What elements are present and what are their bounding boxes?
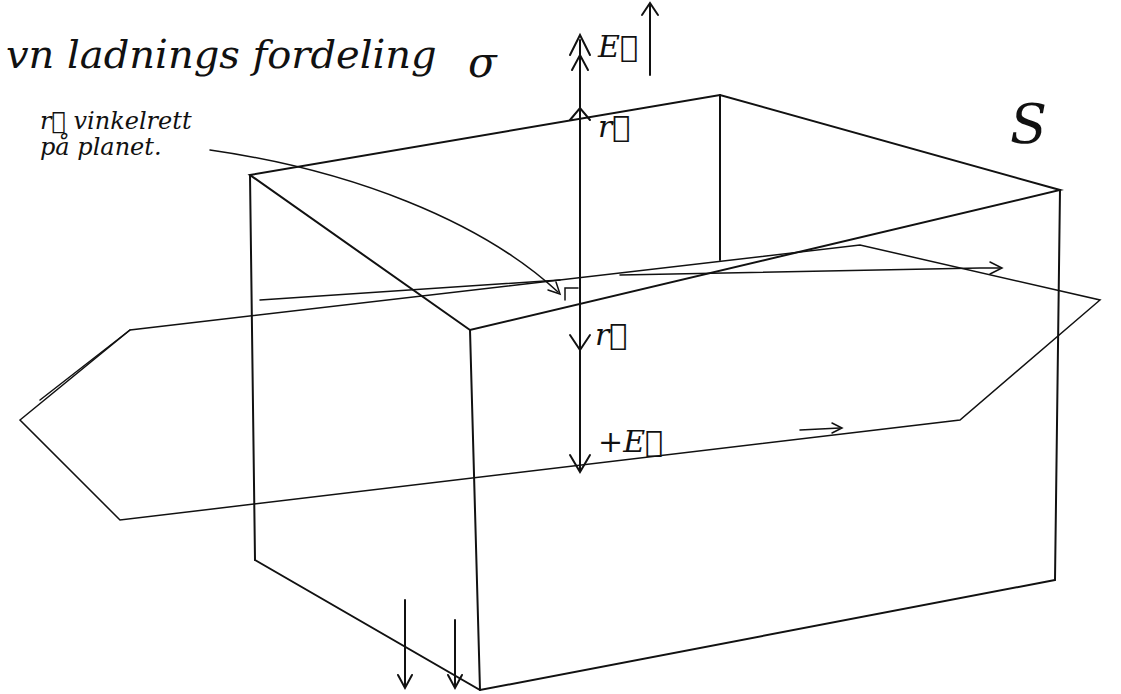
note-heading: vn ladnings fordeling — [6, 32, 437, 76]
plane-stroke — [40, 330, 130, 400]
field-stroke — [260, 280, 560, 300]
r-arrowhead — [570, 335, 590, 350]
box-top-face — [250, 95, 1060, 330]
flux-arrow — [398, 600, 412, 688]
field-stroke — [620, 268, 1000, 275]
vector-label: r⃗ — [598, 110, 630, 143]
axis-line — [579, 40, 581, 470]
leader-line — [210, 150, 558, 292]
vector-label: E⃗ — [598, 30, 638, 63]
arrowhead — [990, 262, 1002, 274]
box-edge — [1055, 190, 1060, 580]
box-edge — [470, 330, 480, 690]
vector-label: +E⃗ — [598, 425, 663, 458]
surface-label: S — [1010, 95, 1047, 154]
right-angle — [565, 288, 578, 300]
box-edge — [250, 175, 255, 560]
vector-label: r⃗ — [595, 318, 627, 351]
charge-symbol: σ — [468, 40, 497, 86]
charged-plane — [20, 245, 1100, 520]
arrowhead — [832, 423, 842, 433]
e-arrowhead — [570, 455, 590, 472]
r-arrowhead — [570, 108, 590, 120]
flux-arrow — [642, 3, 658, 75]
box-bottom-face — [255, 560, 1055, 690]
flux-arrow — [448, 620, 462, 688]
arrowhead — [548, 282, 560, 294]
field-stroke — [800, 428, 840, 430]
e-arrowhead — [570, 35, 590, 70]
box-edge — [719, 95, 721, 260]
note-text: r⃗ vinkelrett på planet. — [40, 108, 205, 161]
